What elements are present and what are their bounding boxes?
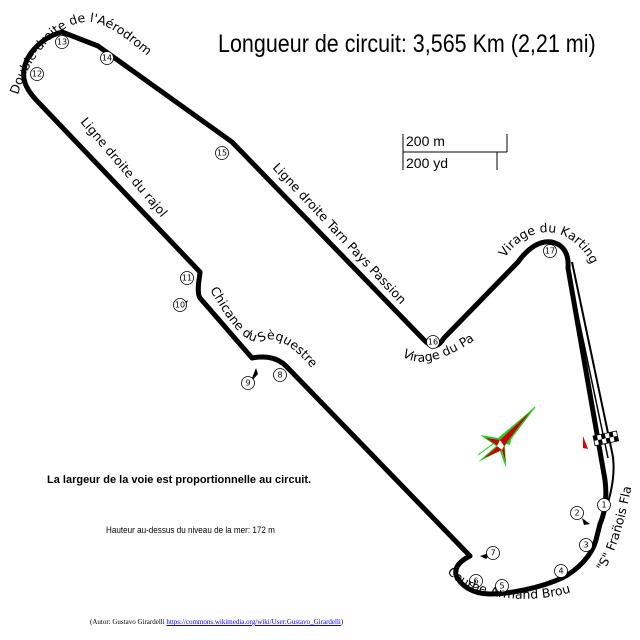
turn-13-label: 13 xyxy=(57,38,67,47)
turn-7-label: 7 xyxy=(490,549,495,558)
turn-11-circle xyxy=(180,271,194,285)
author-credit: (Autor: Gustavo Girardelli https://commo… xyxy=(90,618,343,626)
credit-prefix: (Autor: Gustavo Girardelli xyxy=(90,618,165,626)
turn-12-label: 12 xyxy=(32,70,42,79)
turn-9-circle xyxy=(241,376,255,390)
turn-16-circle xyxy=(426,335,440,349)
section-label-flad: "S" Fran̈ois Flad xyxy=(0,0,634,574)
turn-numbers: 1 2 3 4 5 6 7 8 9 10 11 12 13 14 15 16 1… xyxy=(32,38,607,591)
turn-5-circle xyxy=(495,579,509,593)
turn-5-label: 5 xyxy=(499,582,504,591)
turn-15-circle xyxy=(215,146,229,160)
turn-10-circle xyxy=(173,298,187,312)
turn-11-label: 11 xyxy=(182,274,192,283)
turn-14-label: 14 xyxy=(102,54,112,63)
turn-16-label: 16 xyxy=(428,338,438,347)
turn-3-label: 3 xyxy=(583,541,588,550)
credit-suffix: ) xyxy=(340,618,344,626)
turn-1-label: 1 xyxy=(601,501,606,510)
turn-2-circle xyxy=(570,506,584,520)
track-outline xyxy=(21,29,609,597)
turn-markers xyxy=(30,35,611,593)
turn-13-circle xyxy=(55,35,69,49)
turn-4-label: 4 xyxy=(558,567,563,576)
turn-9-label: 9 xyxy=(245,379,250,388)
turn-17-label: 17 xyxy=(545,247,555,256)
turn-12-circle xyxy=(30,67,44,81)
altitude-note: Hauteur au-dessus du niveau de la mer: 1… xyxy=(106,525,275,535)
track-width-note: La largeur de la voie est proportionnell… xyxy=(47,474,312,486)
scale-metric-label: 200 m xyxy=(406,133,445,149)
turn-6-circle xyxy=(469,574,483,588)
turn-6-label: 6 xyxy=(473,577,478,586)
turn-7-circle xyxy=(486,546,500,560)
start-finish-flag xyxy=(592,430,620,447)
turn-10-label: 10 xyxy=(175,301,185,310)
scale-imperial-label: 200 yd xyxy=(406,155,449,171)
turn-8-label: 8 xyxy=(277,371,282,380)
section-label-brouzes: Courbe Armand Brouzes xyxy=(0,0,572,602)
scale-bar xyxy=(402,134,508,170)
turn-15-label: 15 xyxy=(217,149,227,158)
section-label-tarn: Ligne droite Tarn Pays Passion xyxy=(270,160,410,307)
turn-3-circle xyxy=(579,538,593,552)
turn-4-circle xyxy=(554,564,568,578)
section-label-aerodrome: Double-droite de l'Aérodrome xyxy=(0,0,155,96)
direction-marker xyxy=(583,436,588,449)
section-label-rajol: Ligne droite du rajol xyxy=(78,114,171,220)
pit-lane-inner xyxy=(567,267,609,459)
turn-1-circle xyxy=(597,498,611,512)
author-link[interactable]: https://commons.wikimedia.org/wiki/User:… xyxy=(166,618,341,626)
turn-17-circle xyxy=(543,244,557,258)
turn-8-circle xyxy=(273,368,287,382)
turn-2-label: 2 xyxy=(574,509,579,518)
compass-rose xyxy=(477,406,536,468)
turn-14-circle xyxy=(100,51,114,65)
circuit-length-title: Longueur de circuit: 3,565 Km (2,21 mi) xyxy=(218,30,596,58)
